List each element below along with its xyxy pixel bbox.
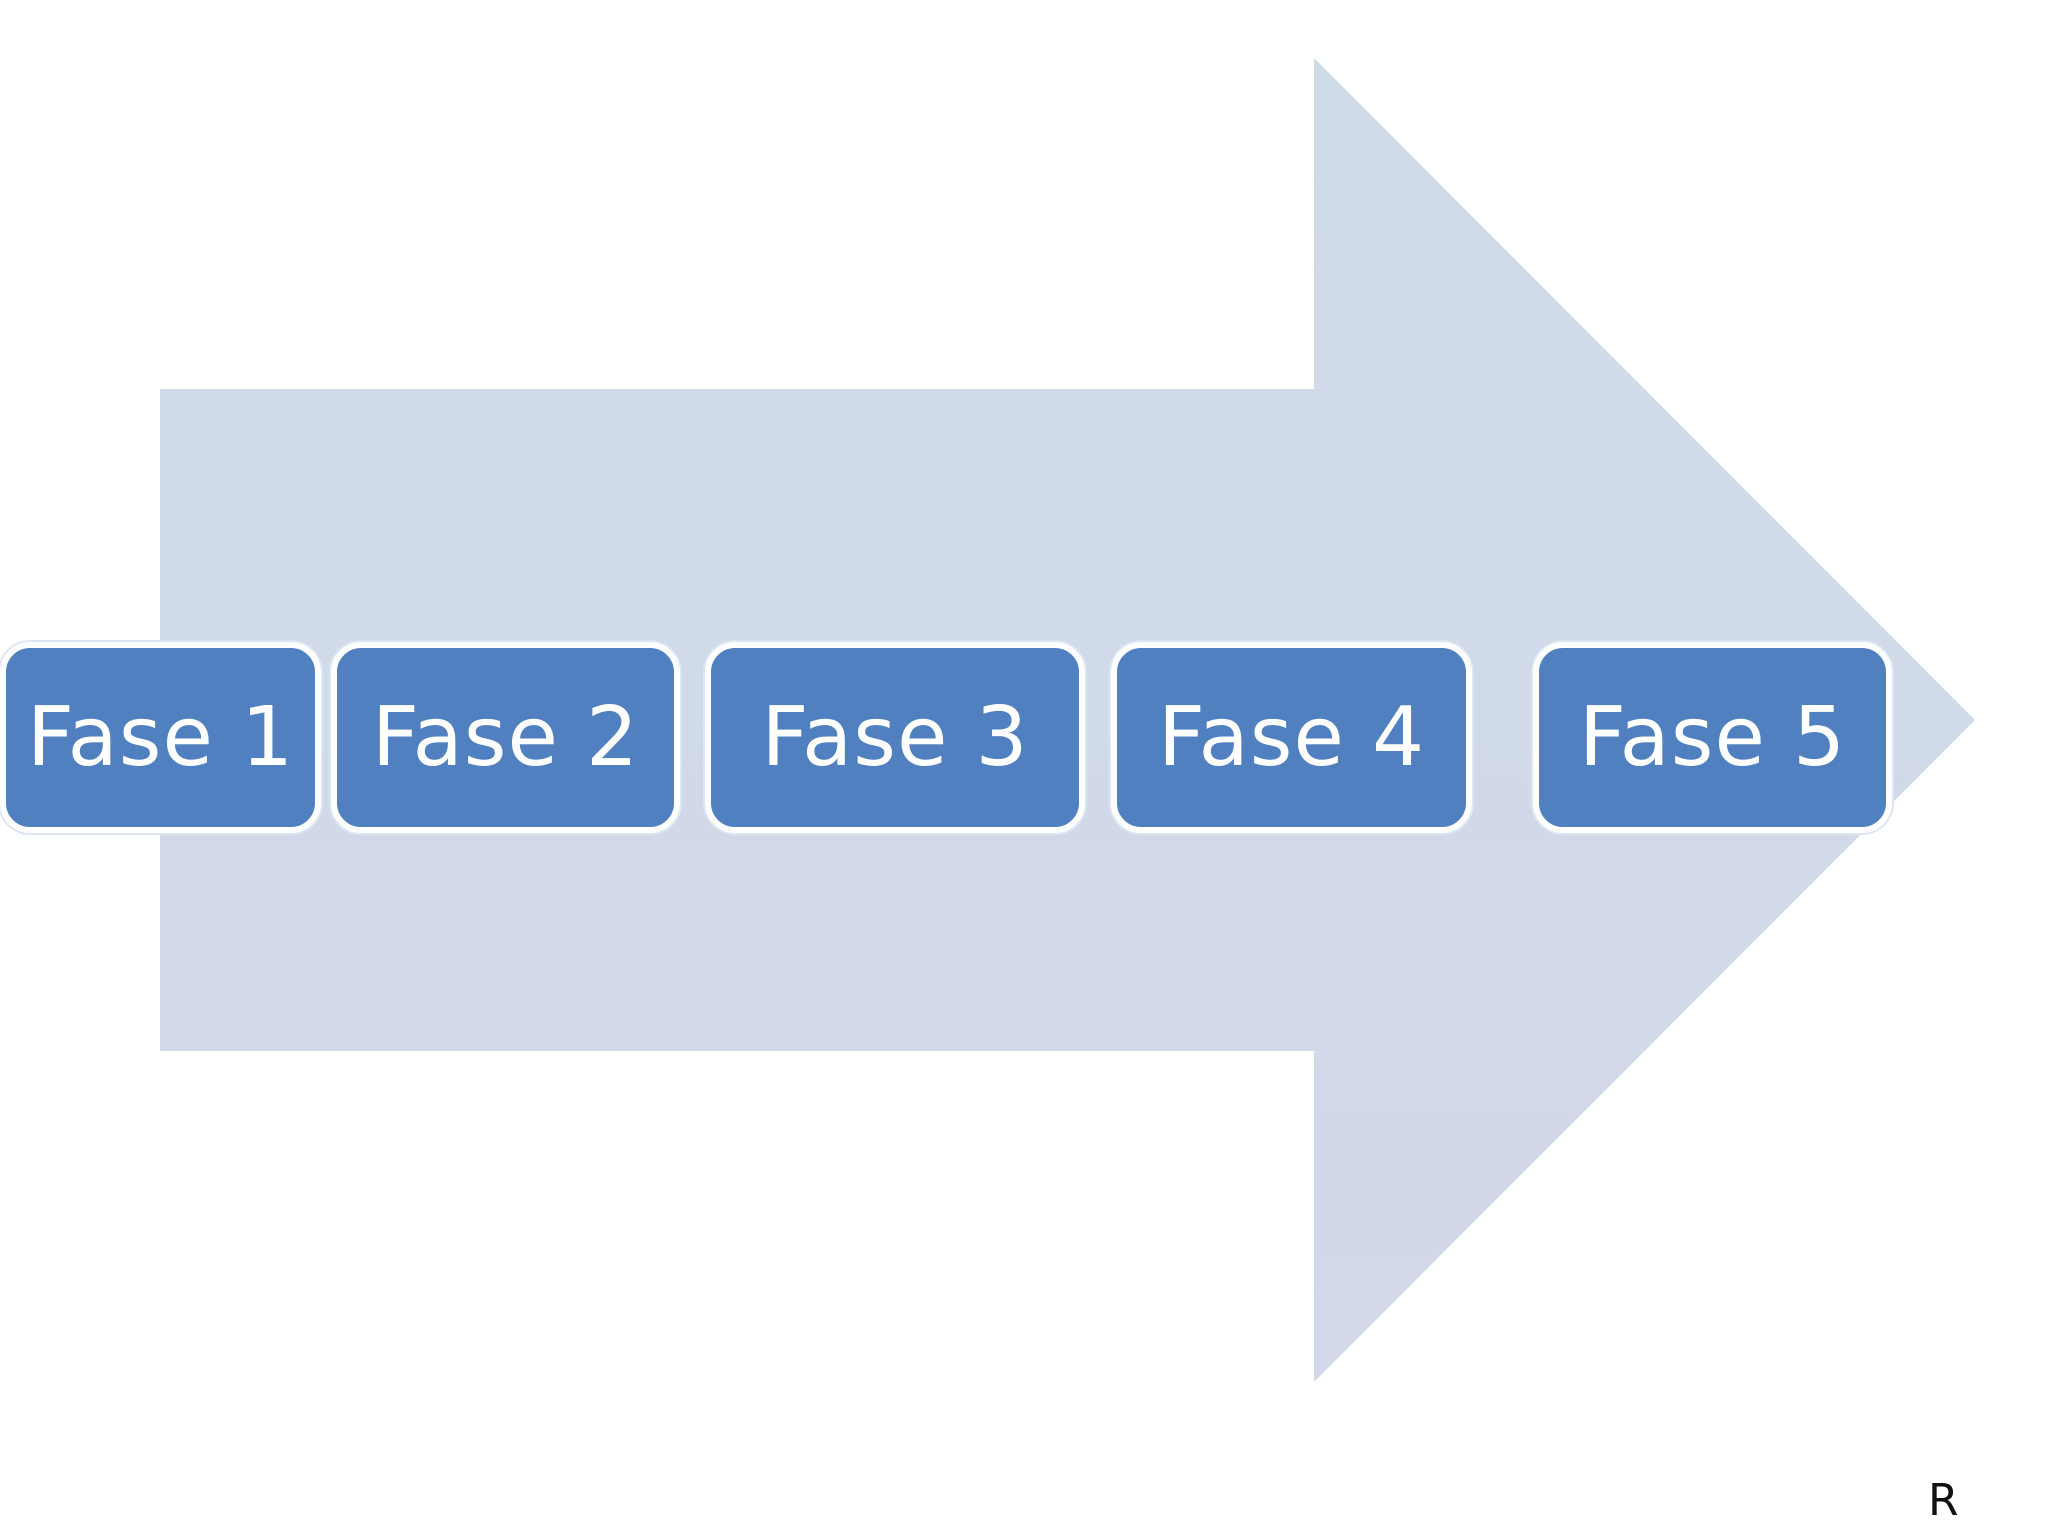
phase-label: Fase 2 xyxy=(371,690,640,785)
phase-box-4: Fase 4 xyxy=(1111,642,1472,833)
phase-box-1: Fase 1 xyxy=(0,642,321,833)
phase-label: Fase 3 xyxy=(761,690,1029,785)
phase-label: Fase 5 xyxy=(1578,690,1847,785)
phase-box-5: Fase 5 xyxy=(1533,642,1892,833)
phase-label: Fase 1 xyxy=(26,690,295,785)
phase-label: Fase 4 xyxy=(1157,690,1426,785)
phase-box-3: Fase 3 xyxy=(705,642,1085,833)
phase-box-2: Fase 2 xyxy=(331,642,680,833)
corner-mark: R xyxy=(1928,1475,1959,1526)
